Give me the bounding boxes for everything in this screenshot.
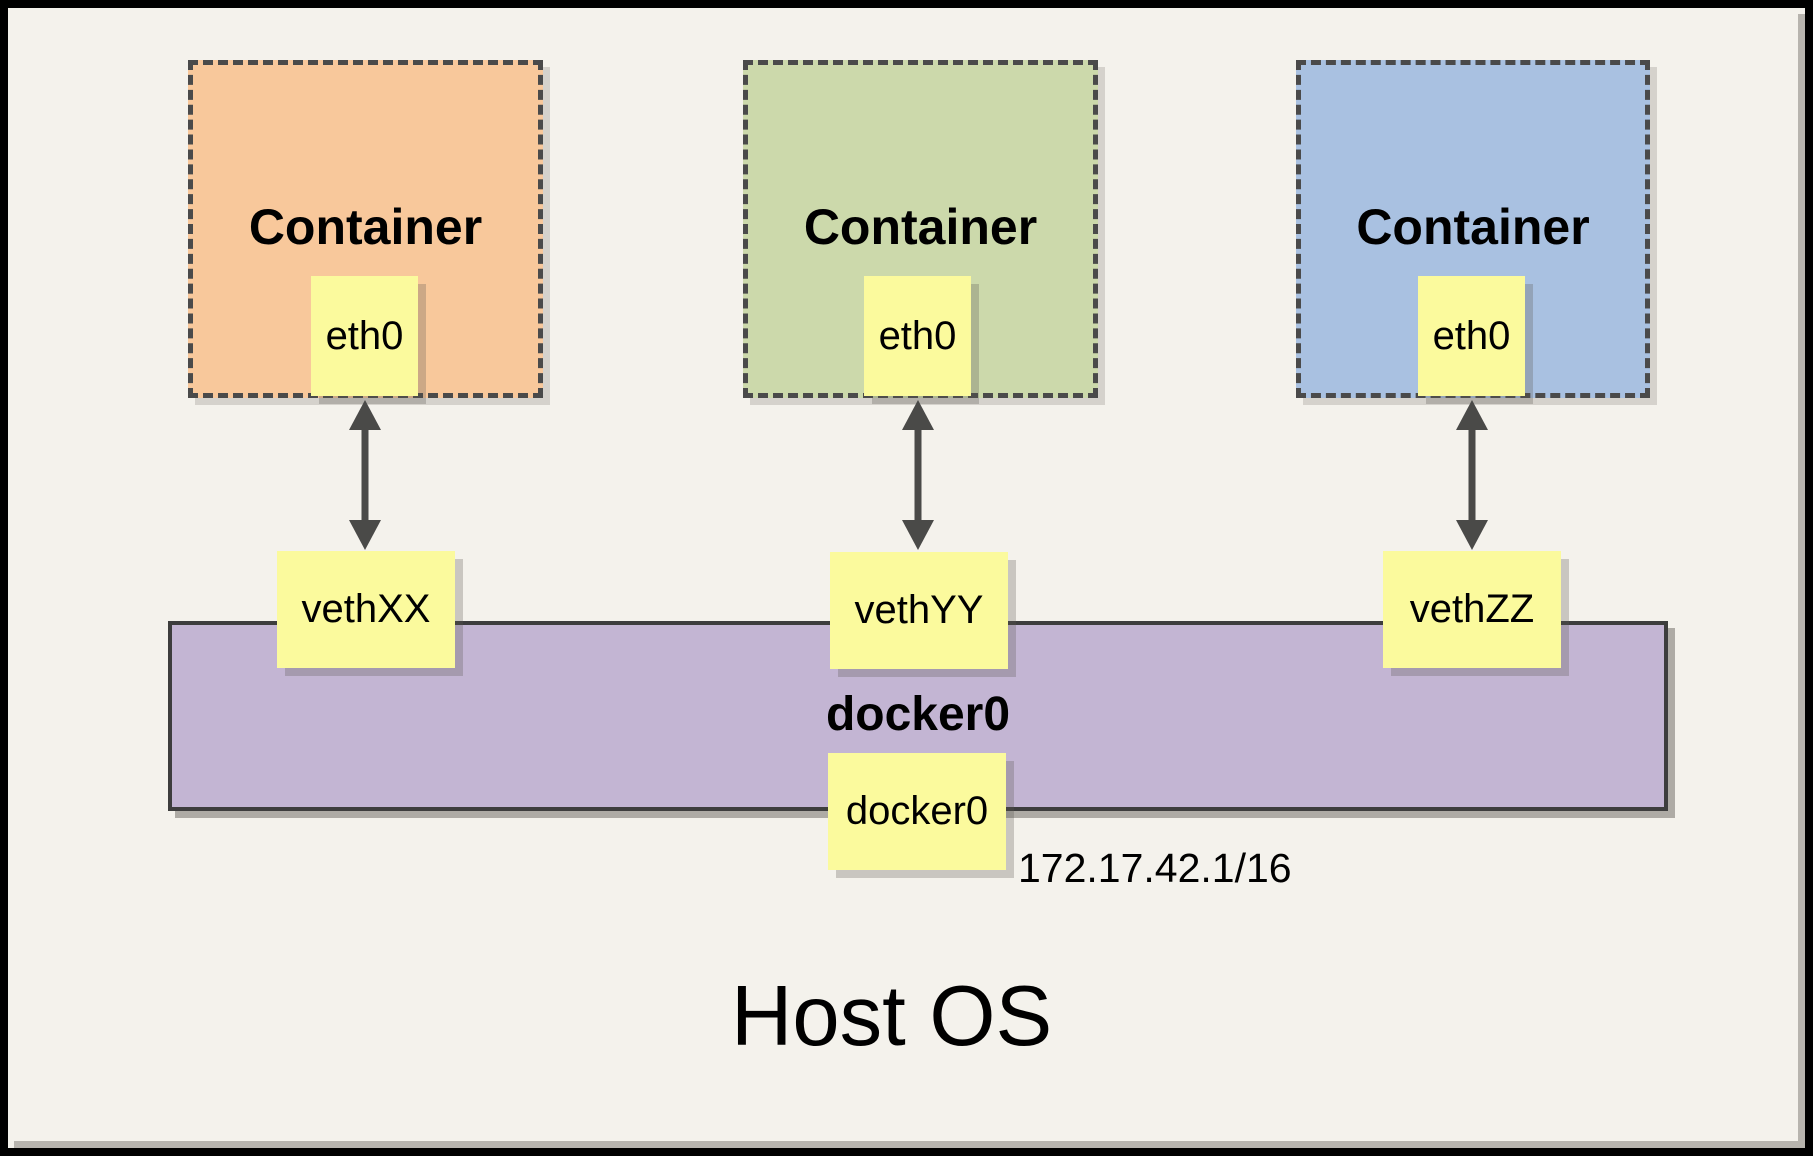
arrow-head-up-icon xyxy=(1456,400,1488,430)
host-os-label: Host OS xyxy=(731,969,1053,1064)
arrow-head-up-icon xyxy=(902,400,934,430)
container-label: Container xyxy=(248,199,483,255)
container-label: Container xyxy=(1356,199,1590,255)
vethZZ-note: vethZZ xyxy=(1383,551,1561,668)
arrow-head-down-icon xyxy=(902,520,934,550)
container-label: Container xyxy=(803,199,1038,255)
arrow-shaft xyxy=(1468,426,1476,524)
docker0-interface-note: docker0 xyxy=(828,753,1006,870)
bridge-ip-label: 172.17.42.1/16 xyxy=(1018,845,1292,891)
arrow-shaft xyxy=(914,426,922,524)
page-edge-shadow-bottom xyxy=(14,1141,1805,1148)
eth0-note-1: eth0 xyxy=(311,276,418,396)
vethXX-note: vethXX xyxy=(277,551,455,668)
docker0-bridge-label: docker0 xyxy=(825,688,1011,741)
eth0-note-2: eth0 xyxy=(864,276,971,396)
arrow-shaft xyxy=(361,426,369,524)
arrow-head-up-icon xyxy=(349,400,381,430)
arrow-head-down-icon xyxy=(1456,520,1488,550)
veth-link-arrow-1 xyxy=(349,400,381,550)
veth-link-arrow-2 xyxy=(902,400,934,550)
arrow-head-down-icon xyxy=(349,520,381,550)
page-edge-shadow-right xyxy=(1798,14,1805,1148)
veth-link-arrow-3 xyxy=(1456,400,1488,550)
vethYY-note: vethYY xyxy=(830,552,1008,669)
eth0-note-3: eth0 xyxy=(1418,276,1525,396)
